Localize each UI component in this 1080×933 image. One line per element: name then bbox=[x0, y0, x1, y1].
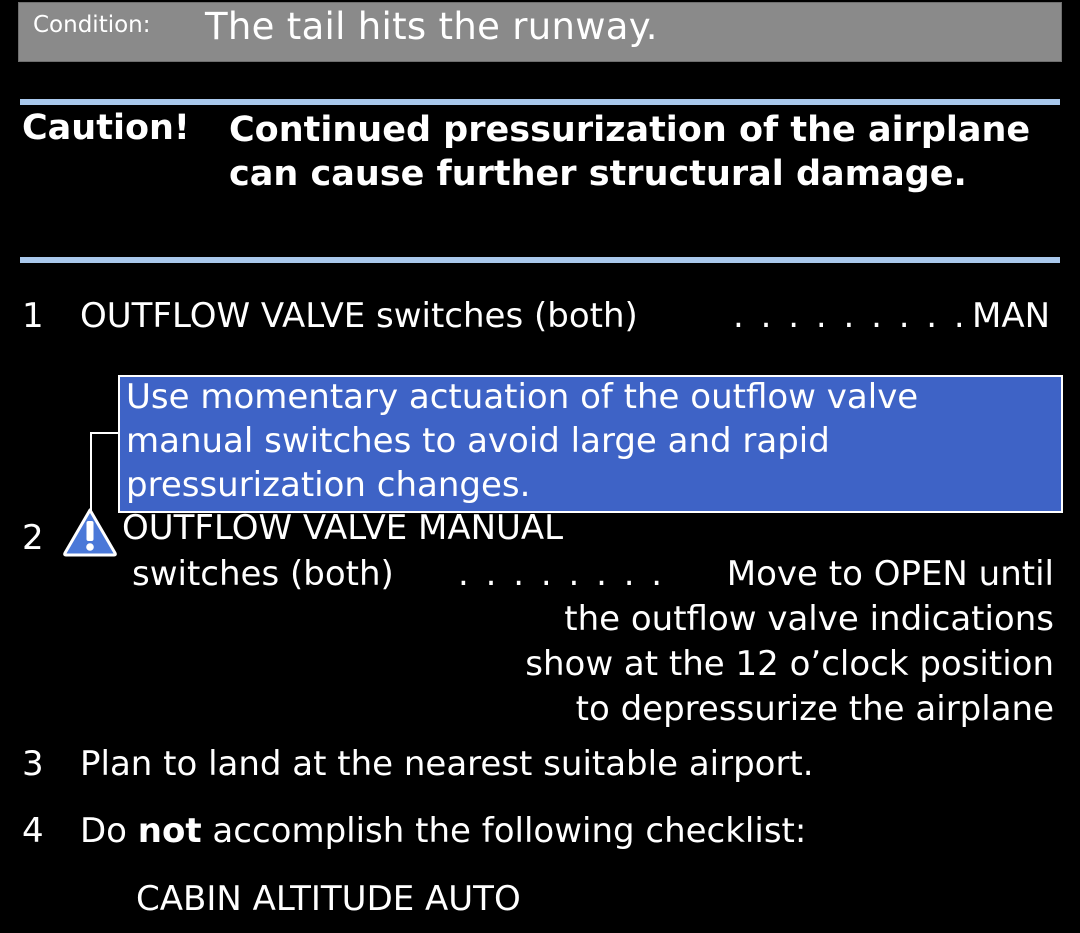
caution-label: Caution! bbox=[22, 108, 190, 148]
step-4-number: 4 bbox=[22, 811, 44, 851]
caution-rule-bottom bbox=[20, 257, 1060, 263]
step-1-action: MAN bbox=[972, 296, 1051, 336]
step-2-action-line: show at the 12 o’clock position bbox=[525, 644, 1054, 684]
step-1-dots: . . . . . . . . . bbox=[733, 296, 968, 336]
step-1-item: OUTFLOW VALVE switches (both) bbox=[80, 296, 638, 336]
step-4-text: Do not accomplish the following checklis… bbox=[80, 811, 806, 851]
step-2-note-text: Use momentary actuation of the outflow v… bbox=[126, 377, 919, 505]
step-4-checklist-name[interactable]: CABIN ALTITUDE AUTO bbox=[136, 879, 521, 919]
caution-rule-top bbox=[20, 99, 1060, 105]
step-2-action-line: the outflow valve indications bbox=[564, 599, 1054, 639]
step-2-item-line-1: OUTFLOW VALVE MANUAL bbox=[122, 508, 564, 548]
step-2-item-line-2: switches (both) bbox=[132, 554, 394, 594]
caution-text: Continued pressurization of the airplane… bbox=[229, 110, 1031, 194]
note-connector-horizontal bbox=[90, 432, 120, 434]
condition-label: Condition: bbox=[33, 12, 151, 38]
step-2-note-box: Use momentary actuation of the outflow v… bbox=[118, 375, 1063, 513]
step-2-action-line: Move to OPEN until bbox=[726, 554, 1054, 594]
step-1-number: 1 bbox=[22, 296, 44, 336]
condition-bar: Condition: The tail hits the runway. bbox=[18, 2, 1062, 62]
note-connector-vertical bbox=[90, 432, 92, 512]
warning-icon bbox=[63, 508, 117, 557]
step-2-number: 2 bbox=[22, 518, 44, 558]
step-3-number: 3 bbox=[22, 744, 44, 784]
step-4-text-after: accomplish the following checklist: bbox=[201, 811, 807, 851]
step-4-text-before: Do bbox=[80, 811, 138, 851]
step-4-text-bold: not bbox=[137, 811, 202, 851]
step-2-dots: . . . . . . . . bbox=[458, 554, 666, 594]
condition-text: The tail hits the runway. bbox=[205, 5, 658, 48]
step-2-action-line: to depressurize the airplane bbox=[575, 689, 1054, 729]
step-3-text: Plan to land at the nearest suitable air… bbox=[80, 744, 814, 784]
